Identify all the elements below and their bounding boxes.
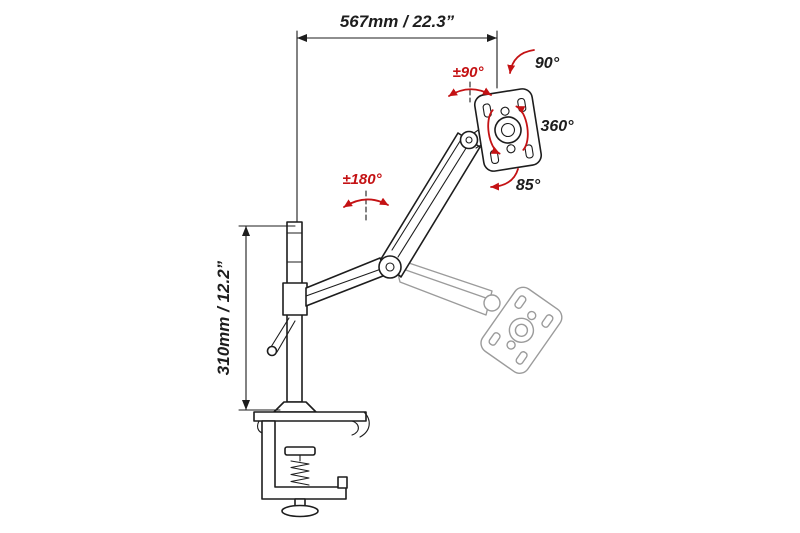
annotation-rotation: 360°: [540, 118, 574, 135]
elbow-joint: [378, 255, 402, 279]
gas-spring-inner: [397, 144, 469, 258]
vesa-hub-inner: [500, 122, 516, 138]
desk-clamp: [253, 401, 370, 518]
adjust-lever-knob: [266, 345, 278, 357]
vesa-slot: [524, 144, 534, 159]
ghost-vesa-slot: [541, 314, 554, 328]
tilt-up-label: 90°: [535, 55, 560, 72]
vesa-plate: [473, 88, 543, 172]
arm: [305, 125, 489, 307]
clamp-lip: [337, 476, 348, 489]
clamp-c-bracket: [261, 420, 347, 500]
adjust-lever: [270, 317, 290, 348]
ghost-arm-inner-line: [399, 267, 487, 299]
vesa-swivel-label: ±90°: [453, 64, 485, 81]
ghost-arm-joint: [483, 294, 501, 312]
clamp-foot-front: [359, 411, 370, 438]
clamp-knob: [281, 504, 319, 518]
head-joint: [459, 130, 479, 150]
clamp-top-plate: [253, 411, 367, 422]
ghost-vesa-hub: [508, 317, 535, 343]
tilt-down-label: 85°: [516, 177, 541, 194]
annotation-tilt-down: 85°: [490, 168, 541, 194]
rotation-arc-left: [487, 109, 501, 155]
arm-rotation-arc: [343, 197, 389, 208]
rotation-arc-right: [515, 105, 529, 151]
clamp-pad: [284, 446, 316, 456]
ghost-vesa-hub-inner: [514, 323, 529, 337]
clamp-foot-right: [351, 420, 359, 436]
ghost-vesa-slot: [488, 332, 501, 346]
clamp-screw-thread: [290, 460, 310, 486]
pole-base-flare: [273, 401, 317, 413]
annotation-tilt-up: 90°: [507, 49, 560, 74]
tilt-down-arrow: [490, 168, 519, 191]
swivel-arc: [448, 87, 492, 97]
arm-link-1: [305, 257, 389, 307]
vesa-hub: [494, 116, 522, 144]
ghost-vesa-slot: [515, 351, 528, 365]
vesa-outline: [473, 88, 543, 172]
ghost-vesa-screw: [506, 340, 516, 350]
rotation-label: 360°: [540, 118, 574, 135]
arm-link-1-inner: [305, 267, 385, 297]
tilt-up-arrow: [507, 49, 535, 74]
ghost-vesa-slot: [514, 295, 527, 309]
ghost-arm: [393, 257, 563, 374]
dimension-width: 567mm / 22.3”: [296, 12, 498, 223]
dimension-width-label: 567mm / 22.3”: [340, 12, 455, 31]
adjust-lever: [276, 320, 296, 353]
gas-spring-inner: [391, 137, 463, 251]
annotation-arm-rotation: ±180°: [342, 171, 389, 224]
arm-rotation-label: ±180°: [342, 171, 382, 188]
dimension-height: 310mm / 12.2”: [214, 225, 296, 411]
pole: [266, 221, 308, 403]
ghost-vesa-outline: [480, 286, 563, 374]
dimension-height-label: 310mm / 12.2”: [214, 260, 233, 375]
ghost-vesa-screw: [527, 310, 537, 321]
ghost-vesa-plate: [480, 286, 563, 374]
head-joint-pin: [465, 136, 473, 144]
elbow-joint-pin: [385, 262, 395, 272]
ghost-arm-link: [393, 257, 493, 316]
pole-collar: [282, 282, 308, 316]
annotation-vesa-swivel: ±90°: [448, 64, 492, 103]
vesa-screw: [506, 144, 516, 154]
vesa-screw: [500, 106, 510, 116]
